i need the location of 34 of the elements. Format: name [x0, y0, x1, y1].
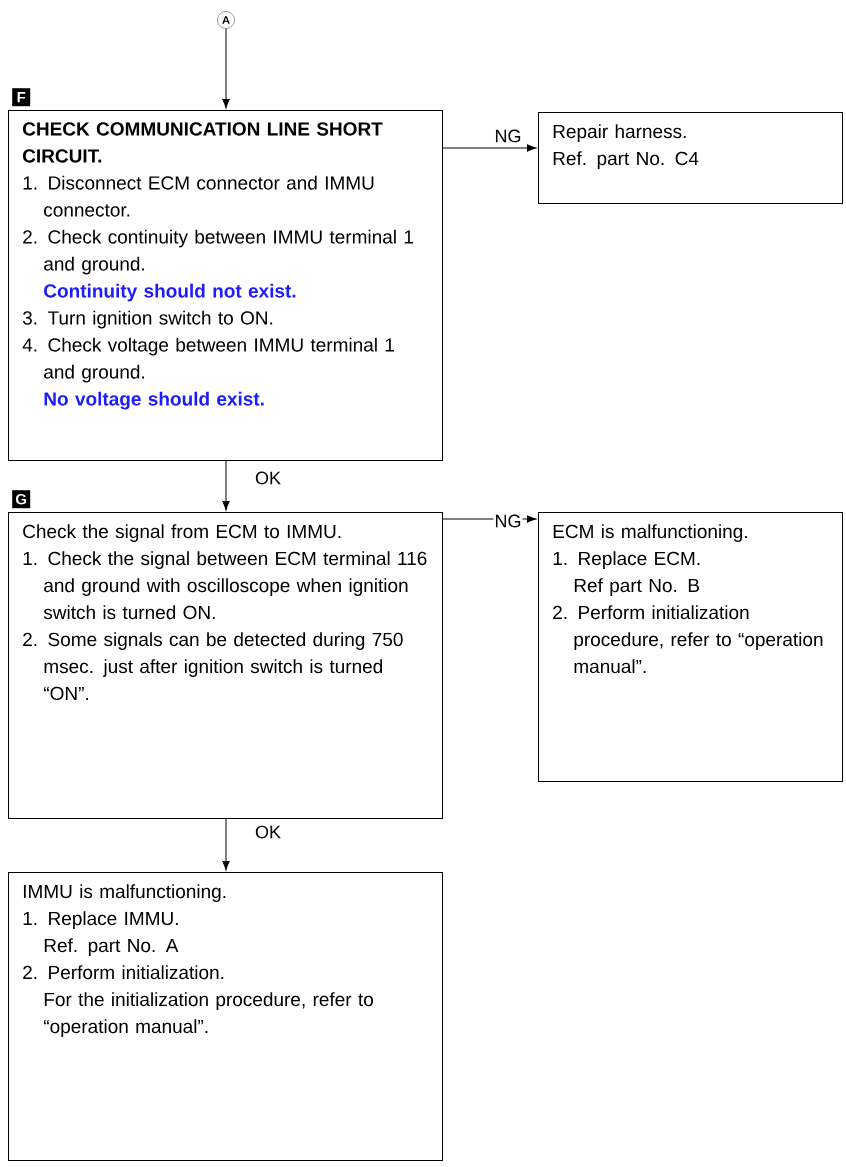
- instruction-text: Repair harness.: [553, 124, 686, 142]
- step-text: 2. Perform initialization.: [23, 965, 224, 980]
- step-text: 2. Some signals can be detected during 750 msec. just after ignition switch is turned “ON”.: [23, 632, 403, 701]
- instruction-text: Check the signal from ECM to IMMU.: [23, 524, 341, 542]
- step-badge: G: [12, 490, 31, 509]
- step-badge: F: [12, 88, 31, 107]
- instruction-text: ECM is malfunctioning.: [553, 524, 747, 542]
- step-text: 3. Turn ignition switch to ON.: [22, 310, 273, 329]
- process-box: [538, 112, 843, 204]
- arrow: [222, 460, 230, 511]
- step-text: Ref part No. B: [574, 578, 699, 596]
- arrow: [222, 28, 230, 109]
- arrow: [442, 144, 537, 152]
- step-text: Ref. part No. A: [44, 938, 179, 956]
- step-text: 1. Disconnect ECM connector and IMMU connector.: [23, 175, 374, 217]
- step-text: 4. Check voltage between IMMU terminal 1 and ground.: [22, 337, 394, 383]
- edge-label: OK: [254, 470, 282, 486]
- instruction-text: IMMU is malfunctioning.: [23, 884, 226, 902]
- step-text: 2. Check continuity between IMMU terminal 1 and ground.: [23, 229, 413, 275]
- instruction-text: Ref. part No. C4: [553, 151, 699, 169]
- process-box: [8, 872, 443, 1161]
- step-text: 1. Replace IMMU.: [23, 911, 178, 929]
- edge-label: NG: [493, 128, 523, 144]
- arrow: [222, 818, 230, 871]
- heading-text: CHECK COMMUNICATION LINE SHORT CIRCUIT.: [23, 122, 383, 163]
- result-text: Continuity should not exist.: [44, 283, 296, 302]
- step-text: For the initialization procedure, refer to “operation manual”.: [44, 992, 373, 1037]
- step-text: 1. Check the signal between ECM terminal 116 and ground with oscilloscope when ignition switch is turned ON.: [23, 551, 427, 620]
- edge-label: OK: [254, 824, 282, 840]
- step-text: 2. Perform initialization procedure, refer to “operation manual”.: [553, 605, 823, 674]
- process-box: [538, 512, 843, 782]
- step-text: 1. Replace ECM.: [553, 551, 700, 569]
- edge-label: NG: [493, 513, 523, 529]
- result-text: No voltage should exist.: [44, 391, 264, 410]
